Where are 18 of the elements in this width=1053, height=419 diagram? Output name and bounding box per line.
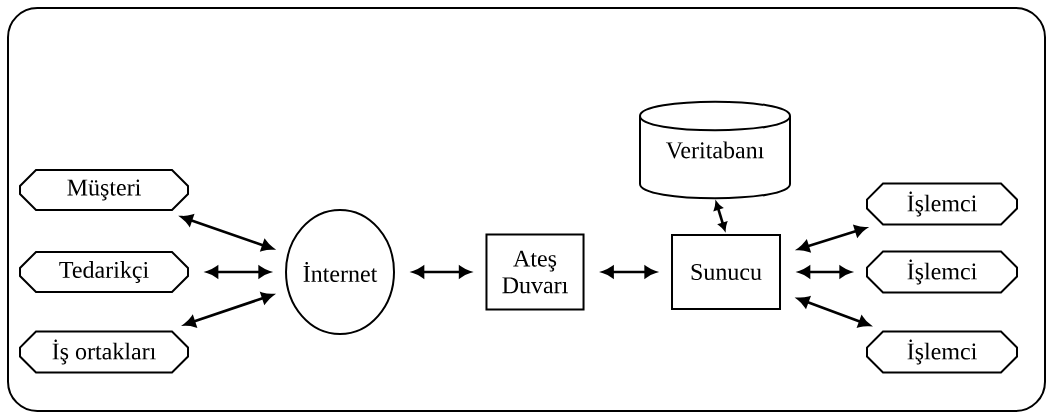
terminal-box: Müşteri <box>19 169 189 211</box>
arrow <box>206 266 271 278</box>
arrow <box>412 266 471 278</box>
arrow <box>713 201 728 231</box>
arrow <box>602 266 657 278</box>
terminal-box: İşlemci <box>866 330 1018 374</box>
terminal-box: Tedarikçi <box>19 251 189 293</box>
arrow <box>183 292 274 328</box>
terminal-box: İş ortakları <box>19 330 189 374</box>
arrow <box>798 266 852 278</box>
process-box: Sunucu <box>671 234 781 310</box>
arrow <box>180 214 274 252</box>
terminal-box: İşlemci <box>866 182 1018 226</box>
process-box: Ateş Duvarı <box>485 233 585 311</box>
terminal-box: İşlemci <box>866 250 1018 294</box>
arrow <box>797 296 871 328</box>
database-cylinder: Veritabanı <box>639 100 791 200</box>
arrow <box>797 225 867 253</box>
